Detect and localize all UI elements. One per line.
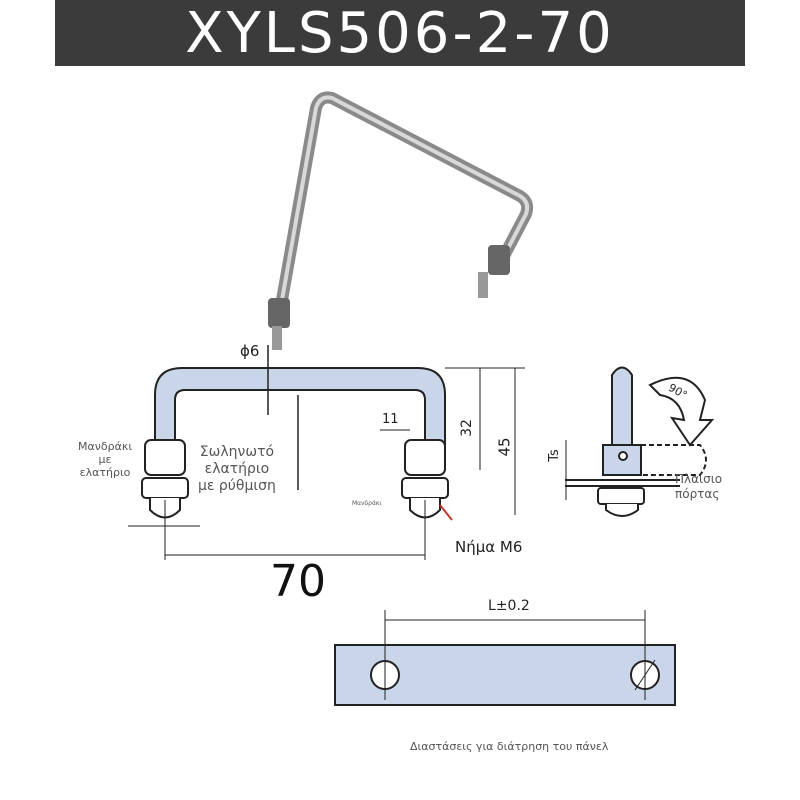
product-title: XYLS506-2-70: [185, 0, 615, 66]
diameter-label: ϕ6: [240, 342, 260, 360]
ts-label: Ts: [546, 449, 562, 462]
label-line: πόρτας: [675, 487, 720, 501]
panel-caption: Διαστάσεις για διάτρηση του πάνελ: [410, 740, 609, 753]
label-line: Μανδράκι: [78, 440, 133, 453]
thread-label: Νήμα M6: [455, 538, 523, 556]
spring-plunger-label: Μανδράκι με ελατήριο: [78, 440, 132, 479]
length-label: 70: [270, 556, 326, 607]
front-view: [128, 345, 525, 560]
label-line: Σωληνωτό: [199, 444, 275, 460]
door-frame-label: Πλαίσιο πόρτας: [675, 472, 722, 502]
handle-photo: [268, 91, 534, 350]
label-line: με: [98, 453, 112, 466]
label-line: με ρύθμιση: [198, 478, 276, 494]
small-plunger-label: Μανδράκι: [352, 500, 382, 507]
dim-32: 32: [458, 419, 475, 437]
dim-45: 45: [495, 437, 514, 457]
coil-spring-label: Σωληνωτό ελατήριο με ρύθμιση: [198, 444, 276, 495]
title-banner: XYLS506-2-70: [55, 0, 745, 66]
label-line: ελατήριο: [204, 461, 270, 477]
panel-view: [334, 610, 676, 706]
label-line: Πλαίσιο: [675, 472, 723, 486]
side-view: [565, 366, 715, 517]
tolerance-label: L±0.2: [488, 598, 530, 614]
dim-11: 11: [382, 412, 399, 427]
label-line: ελατήριο: [79, 466, 131, 479]
